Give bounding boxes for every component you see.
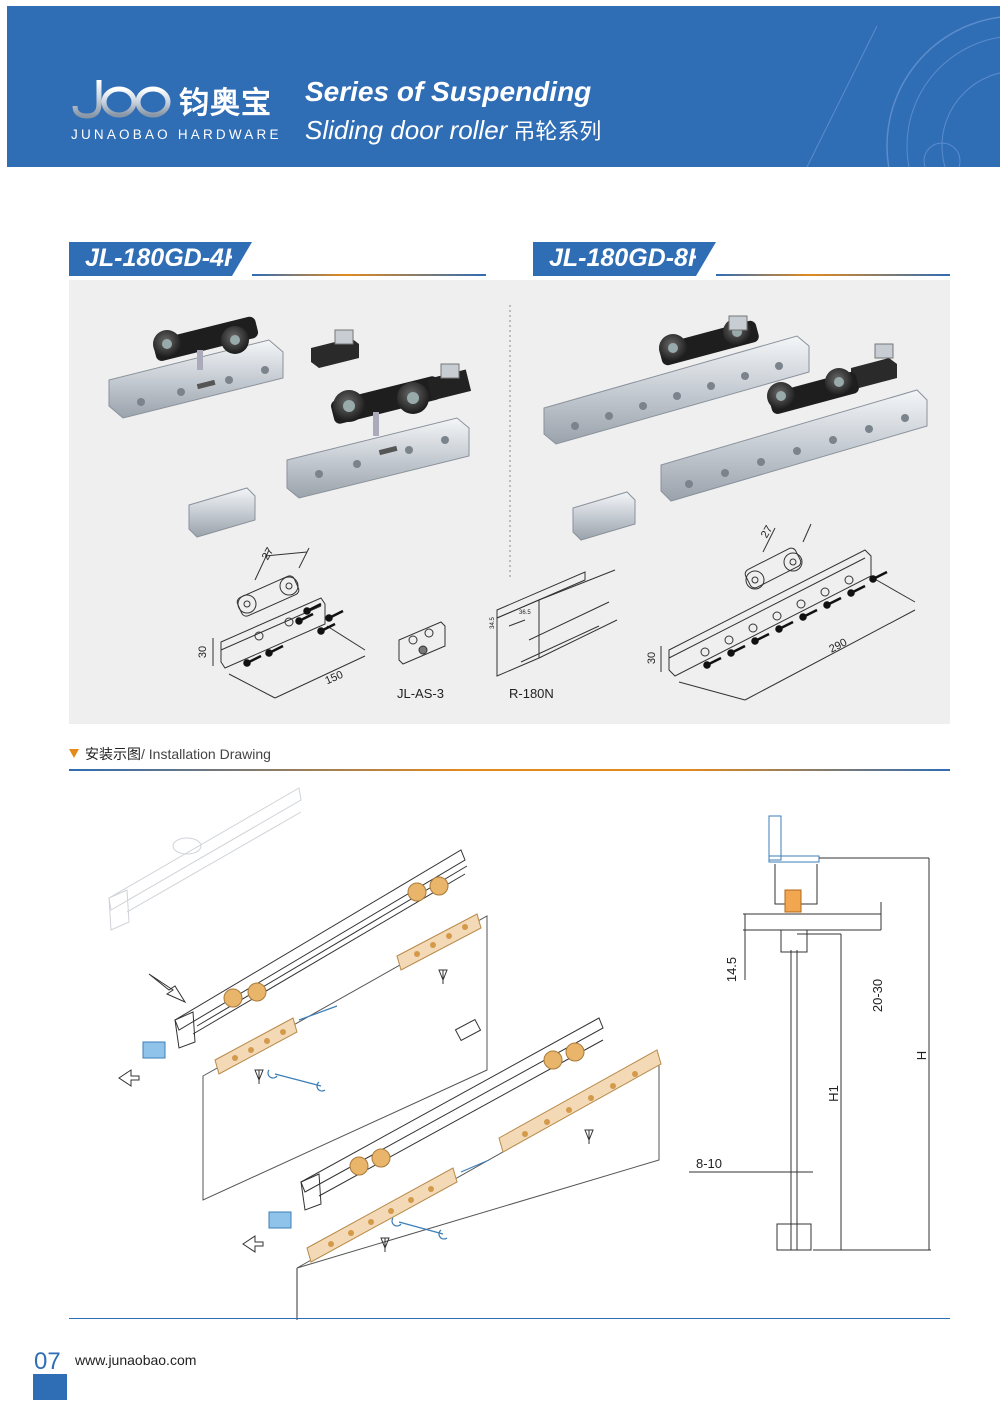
- dim-8-10: 8-10: [696, 1156, 723, 1171]
- screws-4h: [243, 602, 344, 667]
- model-tab-4h: JL-180GD-4H: [69, 242, 252, 276]
- installation-title-sep: /: [141, 746, 149, 762]
- dim-h: H: [914, 1050, 930, 1061]
- dim-14-5: 14.5: [724, 956, 740, 983]
- dim-4h-height: 30: [197, 645, 210, 659]
- assembly-arrows: [118, 969, 594, 1253]
- faded-track-detail: [108, 787, 302, 931]
- product-illustrations: [108, 305, 928, 701]
- upper-mounting-plates: [214, 876, 482, 1075]
- triangle-bullet-icon: [69, 749, 79, 758]
- model-tab-8h: JL-180GD-8H: [533, 242, 716, 276]
- roller-8h-photo-2: [660, 368, 928, 502]
- header-ring-decoration: [806, 16, 1000, 167]
- header-subtitle-cn: 吊轮系列: [513, 120, 602, 145]
- roller-8h-line-drawing: [660, 523, 916, 701]
- installation-drawing: 14.5 20-30 H H1 8-10: [69, 780, 950, 1320]
- page-header: 钧奥宝 JUNAOBAO HARDWARE Series of Suspendi…: [7, 6, 1000, 167]
- tab-underline-8h: [716, 274, 950, 276]
- bracket-line-drawing: [398, 621, 446, 665]
- roller-8h-photo-1: [543, 315, 810, 445]
- product-panel: 27 30 150 JL-AS-3 R-180N 36.5 34.5 27 30…: [69, 280, 950, 724]
- track-label: R-180N: [509, 686, 554, 701]
- footer-divider: [69, 1318, 950, 1319]
- screws-8h: [703, 570, 888, 669]
- header-title: Series of Suspending: [305, 76, 592, 107]
- installation-title-cn: 安装示图: [85, 747, 141, 763]
- page-number-bg: [33, 1348, 67, 1374]
- brand-name-cn: 钧奥宝: [179, 86, 272, 121]
- page-number: 07: [34, 1348, 61, 1375]
- roller-4h-photo-2: [286, 363, 472, 499]
- upper-track-assembly: [174, 849, 488, 1201]
- website-link[interactable]: www.junaobao.com: [75, 1352, 197, 1368]
- wrench-icons: [267, 1005, 490, 1240]
- installation-heading: 安装示图/ Installation Drawing: [69, 744, 271, 764]
- track-dim-a: 36.5: [519, 610, 531, 616]
- installation-drawing-svg: [108, 787, 931, 1320]
- bracket-label: JL-AS-3: [397, 686, 444, 701]
- stopper-photo-8h: [851, 343, 897, 388]
- lower-mounting-plates: [306, 1042, 662, 1263]
- track-dim-b: 34.5: [489, 617, 496, 629]
- stopper-brackets: [142, 1041, 292, 1229]
- cross-section-drawing: [689, 815, 931, 1251]
- u-channel-photo-4h: [188, 487, 256, 538]
- dim-8h-height: 30: [646, 651, 659, 665]
- stopper-photo-4h: [311, 329, 359, 368]
- jab-logo-icon: [72, 80, 171, 119]
- u-channel-photo-8h: [572, 491, 636, 541]
- page-number-block: 07: [33, 1348, 67, 1400]
- dim-20-30: 20-30: [870, 978, 886, 1013]
- dim-h1: H1: [825, 1085, 841, 1102]
- roller-4h-photo-1: [108, 316, 284, 419]
- header-subtitle-en: Sliding door roller: [305, 115, 508, 145]
- installation-title-en: Installation Drawing: [148, 746, 271, 762]
- installation-underline: [69, 769, 950, 771]
- tab-underline-4h: [252, 274, 486, 276]
- track-line-drawing: [496, 569, 618, 677]
- brand-name-en: JUNAOBAO HARDWARE: [71, 127, 282, 142]
